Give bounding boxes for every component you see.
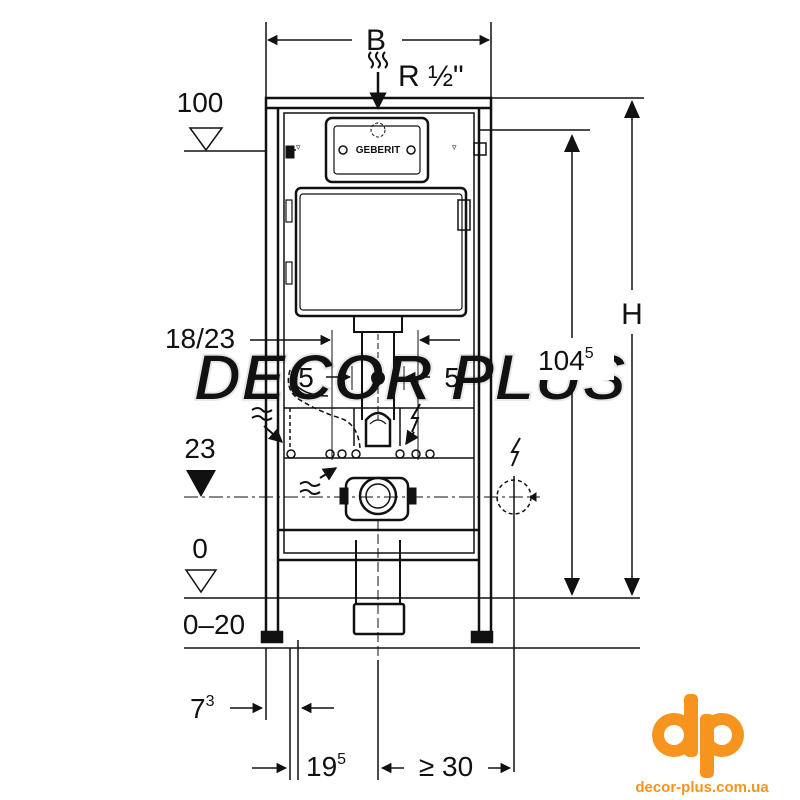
electric-icon — [410, 403, 421, 433]
label-7-3: 73 — [190, 693, 215, 724]
arrow-h-top — [624, 100, 640, 118]
label-104: 1045 — [538, 345, 594, 376]
level-marker-23 — [186, 470, 216, 497]
arrow-h-bottom — [624, 578, 640, 596]
dimension-5-5 — [326, 366, 430, 390]
label-18-23: 18/23 — [165, 323, 235, 354]
label-19-5: 195 — [306, 751, 346, 782]
decor-plus-logo — [652, 694, 744, 778]
water-inlet-icon — [251, 407, 284, 443]
label-23: 23 — [184, 433, 215, 464]
studs — [286, 408, 435, 459]
water-supply-icon — [368, 51, 388, 110]
svg-text:▿: ▿ — [296, 142, 301, 152]
frame — [260, 96, 494, 644]
svg-text:▿: ▿ — [452, 142, 457, 152]
dimension-h — [492, 97, 644, 590]
arrow-104-top — [564, 134, 580, 152]
label-5-right: 5 — [444, 362, 460, 393]
label-5-left: 5 — [298, 362, 314, 393]
label-0: 0 — [192, 533, 208, 564]
label-h: H — [621, 298, 643, 331]
electric-socket — [496, 437, 537, 772]
label-104-bg — [530, 338, 614, 380]
label-30: ≥ 30 — [419, 751, 473, 782]
label-h-bg — [612, 290, 652, 334]
label-floor-range: 0–20 — [183, 609, 245, 640]
waste-outlet — [339, 476, 417, 660]
dimension-18-23 — [250, 330, 460, 460]
logo-url: decor-plus.com.ua — [635, 779, 769, 796]
label-100: 100 — [177, 87, 224, 118]
arrow-104-bottom — [564, 578, 580, 596]
water-outlet-icon — [299, 467, 338, 495]
dimension-19-5 — [252, 660, 512, 780]
cistern-brand-label: GEBERIT — [356, 145, 400, 156]
level-marker-100 — [184, 127, 266, 152]
level-marker-0 — [184, 569, 640, 649]
flush-plate: GEBERIT — [324, 116, 430, 184]
dimension-b — [265, 22, 492, 100]
dimension-7-3 — [230, 640, 334, 780]
label-supply: R ½" — [398, 60, 464, 93]
flush-pipe — [353, 315, 403, 448]
label-b: B — [366, 24, 386, 57]
